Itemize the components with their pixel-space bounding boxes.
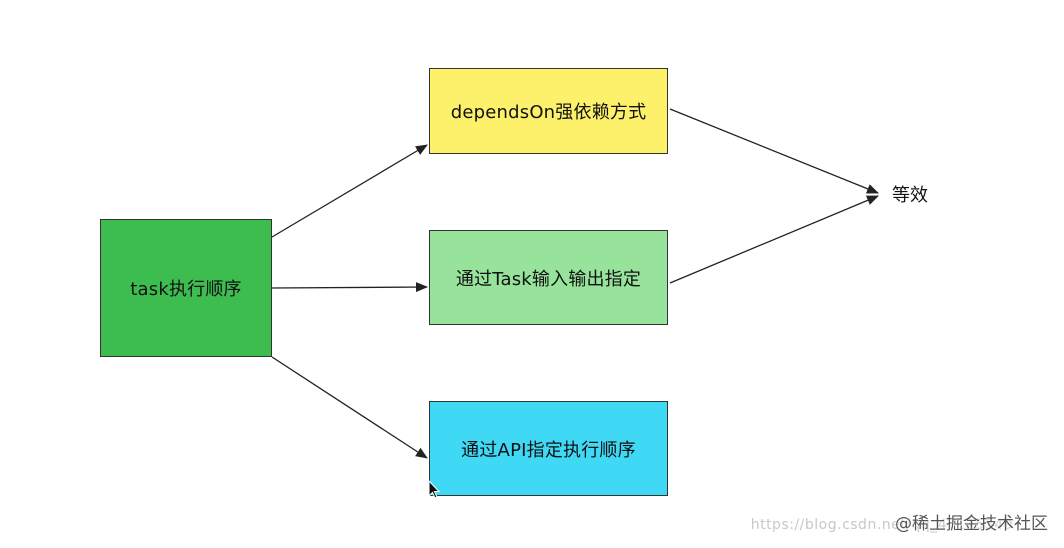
edge-b-to-end	[669, 195, 879, 284]
node-task-io-label: 通过Task输入输出指定	[455, 268, 642, 290]
equivalent-label: 等效	[892, 185, 928, 206]
watermark-url: https://blog.csdn.net/qq_47125349	[750, 517, 1013, 533]
mouse-cursor-icon	[428, 480, 441, 499]
watermark: https://blog.csdn.net/qq_47125349 @稀土掘金技…	[751, 509, 1048, 534]
node-depends-on-label: dependsOn强依赖方式	[450, 102, 647, 123]
node-depends-on: dependsOn强依赖方式	[429, 68, 668, 154]
node-api-order: 通过API指定执行顺序	[429, 401, 668, 496]
watermark-brand: @稀土掘金技术社区	[895, 514, 1048, 534]
node-task-order: task执行顺序	[100, 219, 272, 357]
edge-root-to-b	[271, 282, 428, 293]
edge-root-to-a	[271, 144, 428, 238]
edge-a-to-end	[669, 108, 879, 194]
node-api-order-label: 通过API指定执行顺序	[461, 439, 636, 461]
edge-root-to-c	[271, 356, 428, 459]
node-task-io: 通过Task输入输出指定	[429, 230, 668, 325]
node-task-order-label: task执行顺序	[130, 279, 242, 300]
